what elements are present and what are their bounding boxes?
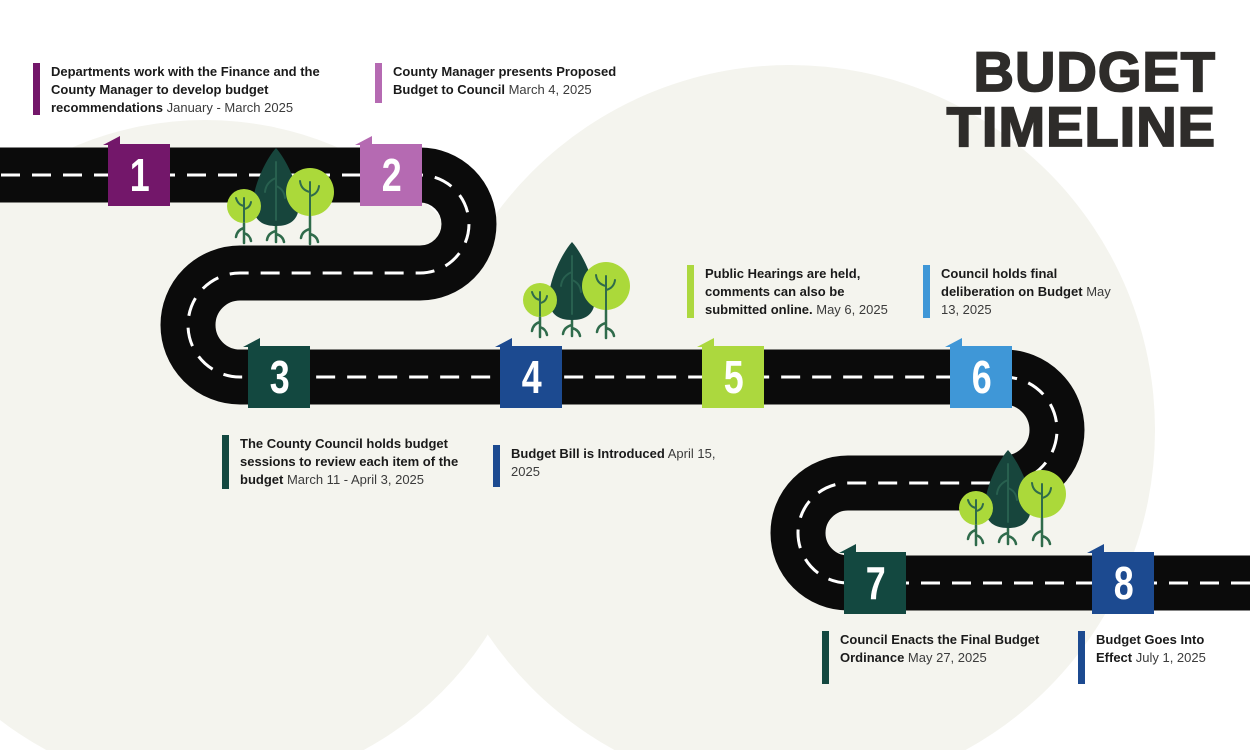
milestone-description-5: Public Hearings are held, comments can a… — [705, 266, 888, 317]
milestone-description-4: Budget Bill is Introduced April 15, 2025 — [511, 446, 716, 479]
milestone-description-6: Council holds final deliberation on Budg… — [941, 266, 1111, 317]
milestone-marker-4: 4 — [500, 346, 562, 408]
milestone-marker-3: 3 — [248, 346, 310, 408]
milestone-marker-5: 5 — [702, 346, 764, 408]
milestone-marker-2: 2 — [360, 144, 422, 206]
milestone-number-8: 8 — [1113, 557, 1133, 609]
milestone-description-3: The County Council holds budget sessions… — [240, 436, 459, 487]
milestone-description-1: Departments work with the Finance and th… — [51, 64, 320, 115]
milestone-marker-6: 6 — [950, 346, 1012, 408]
milestone-number-1: 1 — [129, 149, 149, 201]
milestone-accent-bar-1 — [33, 63, 40, 115]
milestone-note-6: Council holds final deliberation on Budg… — [923, 265, 1111, 319]
milestone-description-2: County Manager presents Proposed Budget … — [393, 64, 617, 97]
milestone-note-7: Council Enacts the Final Budget Ordinanc… — [822, 631, 1055, 684]
road — [0, 147, 1250, 611]
milestone-note-1: Departments work with the Finance and th… — [33, 63, 343, 117]
milestone-accent-bar-7 — [822, 631, 829, 684]
page-title-line2: TIMELINE — [946, 95, 1216, 158]
milestone-number-4: 4 — [521, 351, 541, 403]
milestone-marker-8: 8 — [1092, 552, 1154, 614]
page-title-line1: BUDGET — [973, 40, 1216, 103]
milestone-number-3: 3 — [269, 351, 289, 403]
milestone-accent-bar-5 — [687, 265, 694, 318]
milestone-note-8: Budget Goes Into Effect July 1, 2025 — [1078, 631, 1228, 684]
milestone-number-2: 2 — [381, 149, 401, 201]
milestone-note-2: County Manager presents Proposed Budget … — [375, 63, 621, 103]
milestone-number-7: 7 — [865, 557, 885, 609]
milestone-description-7: Council Enacts the Final Budget Ordinanc… — [840, 632, 1040, 665]
milestone-accent-bar-4 — [493, 445, 500, 487]
milestone-description-8: Budget Goes Into Effect July 1, 2025 — [1096, 632, 1206, 665]
milestone-accent-bar-8 — [1078, 631, 1085, 684]
road-center-line — [0, 173, 1250, 585]
tree-cluster-middle — [521, 240, 632, 340]
milestone-note-5: Public Hearings are held, comments can a… — [687, 265, 905, 319]
milestone-note-4: Budget Bill is Introduced April 15, 2025 — [493, 445, 726, 487]
page-title: BUDGET TIMELINE — [946, 40, 1216, 158]
milestone-marker-7: 7 — [844, 552, 906, 614]
milestone-number-6: 6 — [971, 351, 991, 403]
milestone-number-5: 5 — [723, 351, 743, 403]
milestone-note-3: The County Council holds budget sessions… — [222, 435, 478, 489]
milestone-accent-bar-3 — [222, 435, 229, 489]
milestone-accent-bar-2 — [375, 63, 382, 103]
milestone-accent-bar-6 — [923, 265, 930, 318]
milestone-marker-1: 1 — [108, 144, 170, 206]
